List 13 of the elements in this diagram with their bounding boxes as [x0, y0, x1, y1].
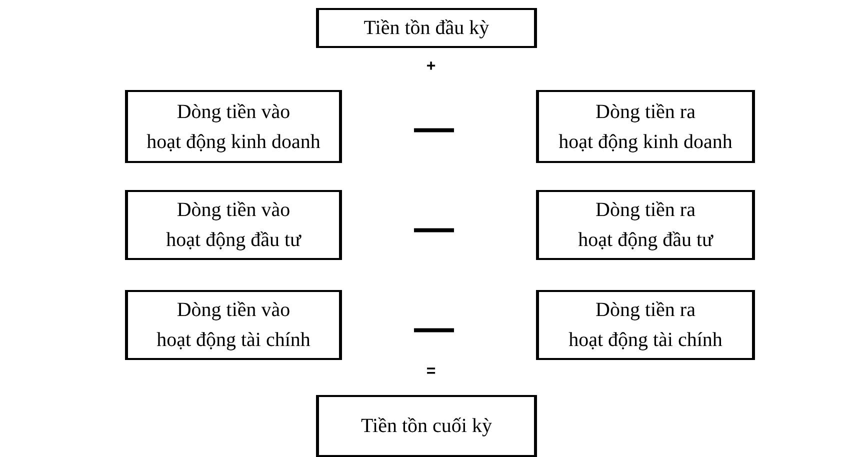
text-box: Dòng tiền vào hoạt động tài chính: [125, 290, 342, 360]
minus-sign: —: [413, 208, 455, 248]
text-box: Tiền tồn đầu kỳ: [316, 8, 537, 48]
minus-sign: —: [413, 308, 455, 348]
text-box: Dòng tiền vào hoạt động đầu tư: [125, 190, 342, 260]
text-box: Dòng tiền ra hoạt động kinh doanh: [536, 90, 755, 163]
text-box: Dòng tiền ra hoạt động đầu tư: [536, 190, 755, 260]
plus-sign: +: [425, 57, 437, 77]
equals-sign: =: [425, 362, 437, 382]
text-box: Tiền tồn cuối kỳ: [316, 395, 537, 457]
text-box: Dòng tiền ra hoạt động tài chính: [536, 290, 755, 360]
minus-sign: —: [413, 108, 455, 148]
text-box: Dòng tiền vào hoạt động kinh doanh: [125, 90, 342, 163]
